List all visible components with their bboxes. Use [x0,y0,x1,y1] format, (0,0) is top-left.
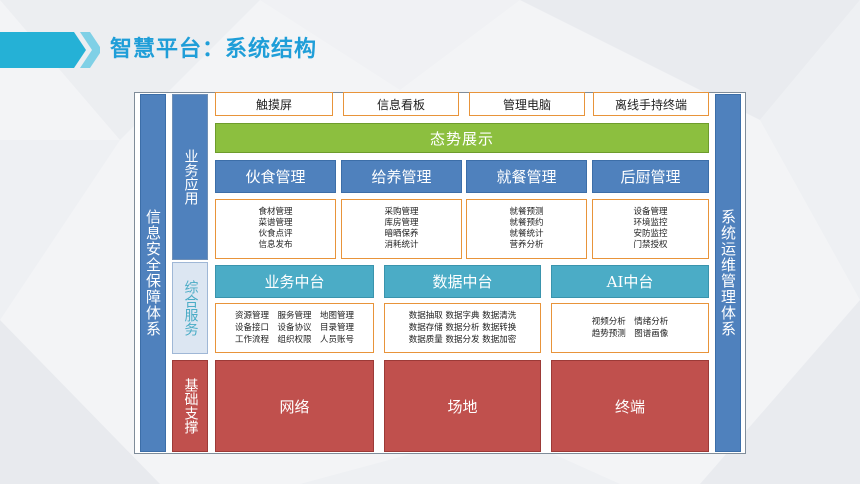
device-touch-screen: 触摸屏 [215,92,333,116]
layer-label-business-app: 业务应用 [172,94,208,260]
list-item: 就餐预约 [509,218,544,228]
list-item: 信息发布 [258,240,293,250]
platform-title-data: 数据中台 [384,265,541,298]
list-item: 伙食点评 [258,229,293,239]
platform-items-ai: 视频分析 情绪分析 趋势预测 图谱画像 [551,303,709,353]
platform-title-business: 业务中台 [215,265,374,298]
list-item: 就餐预测 [509,207,544,217]
module-items-kitchen: 设备管理 环境监控 安防监控 门禁授权 [592,199,709,259]
page-title: 智慧平台：系统结构 [110,37,318,62]
title-accent-icon [0,32,100,68]
platform-items-data: 数据抽取 数据字典 数据清洗 数据存储 数据分析 数据转换 数据质量 数据分发 … [384,303,541,353]
list-item: 门禁授权 [633,240,668,250]
list-item: 消耗统计 [384,240,419,250]
list-item: 食材管理 [258,207,293,217]
list-item: 数据存储 数据分析 数据转换 [408,323,517,333]
layer-label-infrastructure: 基础支撑 [172,360,208,452]
module-items-dining: 就餐预测 就餐预约 就餐统计 营养分析 [466,199,587,259]
module-items-supply: 采购管理 库房管理 暗晒保养 消耗统计 [341,199,462,259]
list-item: 数据抽取 数据字典 数据清洗 [408,311,517,321]
list-item: 营养分析 [509,240,544,250]
module-title-kitchen: 后厨管理 [592,160,709,193]
platform-title-ai: AI中台 [551,265,709,298]
list-item: 设备接口 设备协议 目录管理 [234,323,354,333]
infra-network: 网络 [215,360,374,452]
list-item: 趋势预测 图谱画像 [591,329,669,339]
device-info-board: 信息看板 [343,92,459,116]
list-item: 设备管理 [633,207,668,217]
module-items-meal: 食材管理 菜谱管理 伙食点评 信息发布 [215,199,336,259]
list-item: 视频分析 情绪分析 [591,317,669,327]
list-item: 菜谱管理 [258,218,293,228]
module-title-supply: 给养管理 [341,160,462,193]
platform-items-business: 资源管理 服务管理 地图管理 设备接口 设备协议 目录管理 工作流程 组织权限 … [215,303,374,353]
right-bar-operations: 系统运维管理体系 [715,94,741,452]
list-item: 资源管理 服务管理 地图管理 [234,311,354,321]
list-item: 暗晒保养 [384,229,419,239]
device-management-pc: 管理电脑 [469,92,585,116]
infra-site: 场地 [384,360,541,452]
list-item: 采购管理 [384,207,419,217]
module-title-meal: 伙食管理 [215,160,336,193]
module-title-dining: 就餐管理 [466,160,587,193]
list-item: 工作流程 组织权限 人员账号 [234,335,354,345]
list-item: 安防监控 [633,229,668,239]
list-item: 环境监控 [633,218,668,228]
list-item: 库房管理 [384,218,419,228]
list-item: 就餐统计 [509,229,544,239]
layer-label-integrated-service: 综合服务 [172,262,208,354]
infra-terminal: 终端 [551,360,709,452]
device-offline-terminal: 离线手持终端 [593,92,709,116]
left-bar-security: 信息安全保障体系 [140,94,166,452]
list-item: 数据质量 数据分发 数据加密 [408,335,517,345]
situation-display-bar: 态势展示 [215,123,709,153]
